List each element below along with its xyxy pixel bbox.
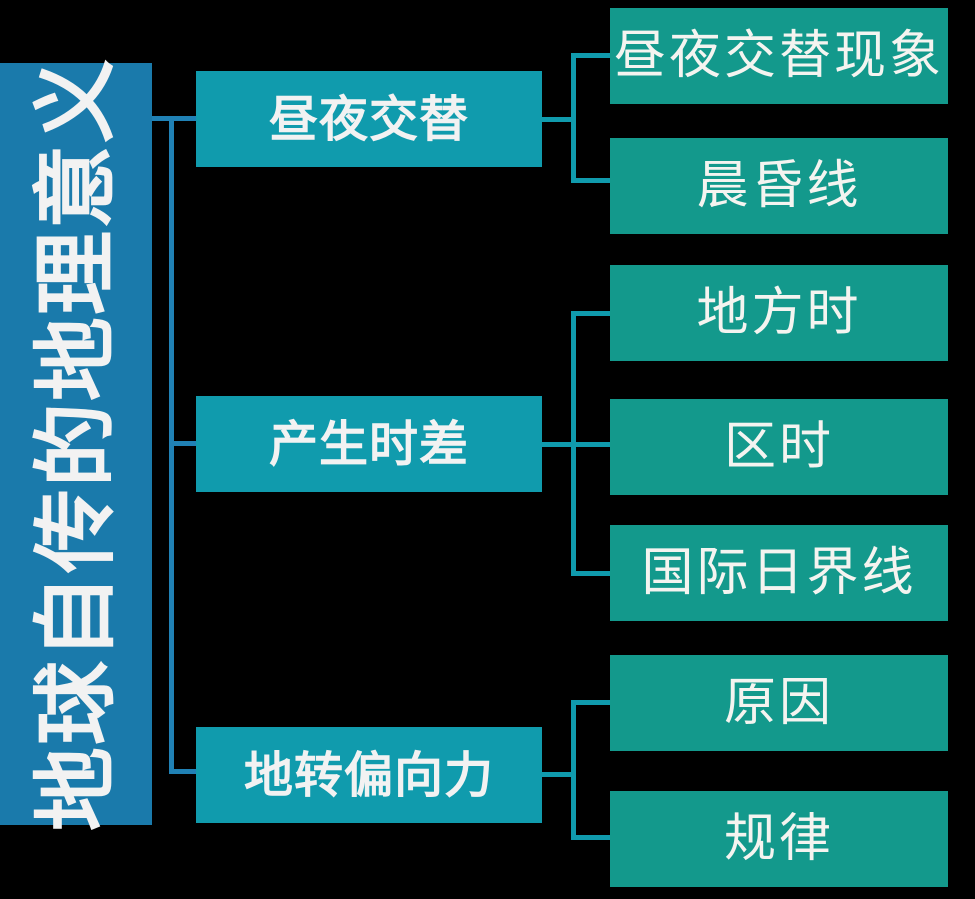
branch-node-2-label: 地转偏向力	[243, 746, 494, 804]
branch-node-1[interactable]: 产生时差	[196, 396, 542, 492]
leaf-node-4-label: 国际日界线	[641, 543, 917, 603]
leaf-node-2-label: 地方时	[696, 283, 862, 343]
branch-node-0-label: 昼夜交替	[268, 90, 469, 148]
connector-branch-2-to-leaf-0	[571, 700, 612, 705]
connector-root-stub	[152, 116, 174, 121]
branch-node-0[interactable]: 昼夜交替	[196, 71, 542, 167]
branch-node-1-label: 产生时差	[268, 415, 469, 473]
connector-branch-1-to-leaf-2	[571, 571, 612, 576]
leaf-node-6[interactable]: 规律	[610, 791, 948, 887]
connector-branch-0-to-leaf-1	[571, 178, 612, 183]
branch-node-2[interactable]: 地转偏向力	[196, 727, 542, 823]
connector-branch-1-stub	[542, 442, 576, 447]
leaf-node-2[interactable]: 地方时	[610, 265, 948, 361]
connector-branch-1-to-leaf-0	[571, 311, 612, 316]
leaf-node-3[interactable]: 区时	[610, 399, 948, 495]
leaf-node-5[interactable]: 原因	[610, 655, 948, 751]
leaf-node-3-label: 区时	[723, 417, 834, 477]
root-node-banner[interactable]: 地球自传的地理意义	[0, 57, 152, 831]
connector-branch-0-spine	[571, 53, 576, 183]
connector-branch-0-to-leaf-0	[571, 53, 612, 58]
connector-root-to-branch-0	[169, 116, 197, 121]
connector-root-to-branch-1	[169, 441, 197, 446]
connector-branch-1-to-leaf-1	[571, 442, 612, 447]
connector-branch-2-stub	[542, 772, 576, 777]
leaf-node-5-label: 原因	[723, 673, 834, 733]
leaf-node-1-label: 晨昏线	[696, 156, 862, 216]
leaf-node-0[interactable]: 昼夜交替现象	[610, 8, 948, 104]
connector-branch-2-spine	[571, 700, 576, 839]
connector-root-to-branch-2	[169, 769, 197, 774]
leaf-node-6-label: 规律	[723, 809, 834, 869]
root-node-label: 地球自传的地理意义	[27, 56, 126, 832]
leaf-node-1[interactable]: 晨昏线	[610, 138, 948, 234]
leaf-node-4[interactable]: 国际日界线	[610, 525, 948, 621]
connector-branch-0-stub	[542, 117, 576, 122]
connector-branch-2-to-leaf-1	[571, 835, 612, 840]
leaf-node-0-label: 昼夜交替现象	[613, 26, 944, 86]
